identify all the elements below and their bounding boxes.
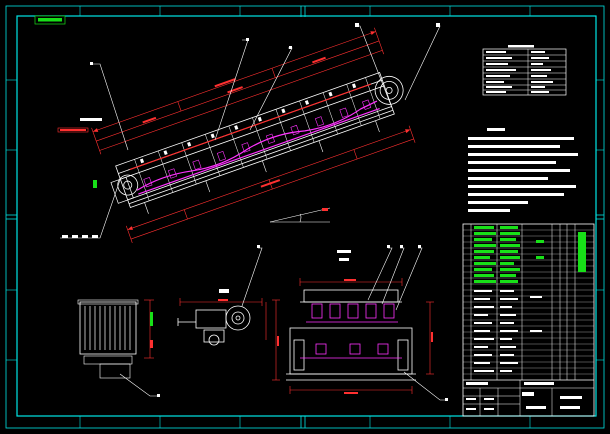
sheet-frame [5,5,605,429]
dimension-arrows [92,31,411,230]
carrying-belt [129,83,372,171]
end-view [77,299,160,397]
return-belt [136,100,380,195]
feed-hopper [110,176,134,204]
green-entries [474,226,586,283]
frame-panels [134,77,381,201]
leader-tags [62,23,440,238]
return-idlers [143,99,372,188]
dimension-values [142,56,326,188]
tail-pulley [117,174,139,196]
angle-indicator [269,207,331,223]
head-pulley [374,75,404,105]
section-view [272,245,448,401]
main-view-leaders [60,25,441,239]
dimension-chains [91,27,416,243]
side-label [57,118,102,133]
green-marker [93,180,97,188]
parts-list-rows [463,229,594,375]
carrying-idlers [139,83,357,164]
white-entries [474,290,542,372]
spec-table [482,45,567,96]
supports [144,120,380,214]
main-conveyor-view [91,27,416,243]
centering-marks [6,6,604,428]
drive-detail-view [177,245,267,346]
parts-list [462,223,595,417]
title-block [463,379,594,416]
zone-ticks [6,6,604,428]
technical-notes [468,128,578,212]
